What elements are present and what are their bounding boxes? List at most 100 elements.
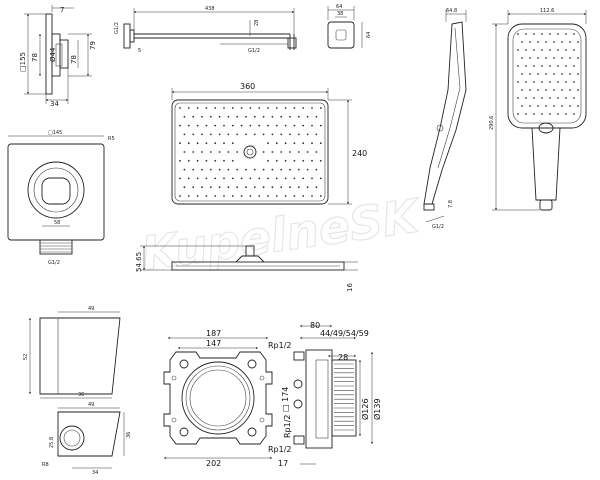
- nozzle-dot: [187, 177, 190, 180]
- hand-nozzle-dot: [541, 65, 543, 67]
- nozzle-dot: [302, 195, 305, 197]
- hand-nozzle-dot: [541, 33, 543, 35]
- nozzle-dot: [187, 195, 190, 197]
- hand-nozzle-dot: [573, 113, 575, 115]
- hand-nozzle-dot: [517, 33, 519, 35]
- dim-58: 58: [54, 220, 60, 226]
- nozzle-dot: [271, 133, 274, 136]
- nozzle-dot: [306, 115, 309, 118]
- nozzle-dot: [179, 142, 181, 145]
- nozzle-dot: [253, 186, 256, 189]
- dim-139: Ø139: [372, 398, 382, 420]
- hand-nozzle-dot: [561, 105, 563, 107]
- dim-7-8: 7.8: [448, 200, 454, 208]
- nozzle-dot: [293, 124, 296, 127]
- nozzle-dot: [311, 159, 313, 162]
- dim-360: 360: [240, 82, 255, 91]
- hand-nozzle-dot: [545, 57, 547, 59]
- rp-bot: Rp1/2: [268, 445, 292, 454]
- nozzle-dot: [280, 115, 283, 118]
- hand-nozzle-dot: [549, 113, 551, 115]
- nozzle-dot: [249, 107, 252, 109]
- hand-nozzle-dot: [565, 33, 567, 35]
- hand-nozzle-dot: [521, 73, 523, 75]
- nozzle-dot: [258, 107, 261, 109]
- hand-shower-front-view: 112.6 290.6: [489, 8, 587, 211]
- hand-nozzle-dot: [577, 105, 579, 107]
- nozzle-dot: [245, 168, 247, 171]
- nozzle-dot: [240, 177, 243, 180]
- dim-155: 155: [19, 52, 27, 65]
- shower-head-nozzles: [179, 107, 322, 197]
- nozzle-dot: [289, 115, 291, 118]
- dim-r5: R5: [108, 136, 115, 142]
- nozzle-dot: [227, 168, 230, 171]
- nozzle-dot: [267, 142, 269, 145]
- hand-nozzle-dot: [565, 49, 567, 51]
- nozzle-dot: [223, 124, 225, 127]
- nozzle-dot: [236, 115, 239, 118]
- hand-nozzle-dot: [525, 33, 527, 35]
- nozzle-dot: [205, 107, 208, 109]
- nozzle-dot: [249, 177, 252, 180]
- nozzle-dot: [262, 168, 265, 171]
- nozzle-dot: [258, 177, 261, 180]
- hand-nozzle-dot: [537, 73, 539, 75]
- nozzle-dot: [236, 151, 239, 153]
- hand-nozzle-dot: [561, 41, 563, 43]
- hand-nozzle-dot: [521, 105, 523, 107]
- dim-112-6: 112.6: [540, 8, 554, 14]
- hand-shower-side-view: 64.8 G1/2 7.8: [423, 8, 467, 230]
- nozzle-dot: [201, 168, 203, 171]
- nozzle-dot: [293, 159, 296, 162]
- hand-nozzle-dot: [577, 57, 579, 59]
- dim-g12-outlet: G1/2: [48, 260, 60, 266]
- dim-240: 240: [352, 149, 367, 158]
- nozzle-dot: [187, 107, 190, 109]
- nozzle-dot: [209, 133, 212, 136]
- nozzle-dot: [209, 151, 212, 153]
- nozzle-dot: [231, 142, 234, 145]
- nozzle-dot: [231, 159, 234, 162]
- hand-nozzle-dot: [517, 65, 519, 67]
- hand-nozzle-dot: [553, 57, 555, 59]
- nozzle-dot: [319, 159, 322, 162]
- nozzle-dot: [297, 186, 300, 189]
- nozzle-dot: [201, 186, 203, 189]
- hand-nozzle-dot: [557, 81, 559, 83]
- hand-nozzle-dot: [537, 57, 539, 59]
- nozzle-dot: [258, 124, 261, 127]
- nozzle-dot: [302, 177, 305, 180]
- nozzle-dot: [293, 177, 296, 180]
- nozzle-dot: [205, 142, 208, 145]
- nozzle-dot: [218, 115, 221, 118]
- nozzle-dot: [289, 151, 291, 153]
- watermark-text: KupelneSK: [138, 188, 425, 281]
- hand-nozzle-dot: [565, 97, 567, 99]
- nozzle-dot: [271, 115, 274, 118]
- dim-17: 17: [278, 459, 288, 468]
- nozzle-dot: [293, 195, 296, 197]
- hand-nozzle-dot: [521, 41, 523, 43]
- shower-arm-view: 438 G1/2 28 5 G1/2: [114, 6, 297, 54]
- hand-nozzle-dot: [577, 89, 579, 91]
- dim-64-8: 64.8: [446, 8, 457, 14]
- hand-nozzle-dot: [549, 65, 551, 67]
- nozzle-dot: [245, 186, 247, 189]
- hand-nozzle-dot: [525, 97, 527, 99]
- nozzle-dot: [315, 186, 318, 189]
- dim-78: 78: [31, 53, 39, 62]
- hand-nozzle-dot: [553, 73, 555, 75]
- nozzle-dot: [227, 133, 230, 136]
- hand-nozzle-dot: [525, 49, 527, 51]
- dim-34-holder: 34: [92, 470, 98, 476]
- nozzle-dot: [253, 115, 256, 118]
- nozzle-dot: [280, 168, 283, 171]
- nozzle-dot: [240, 124, 243, 127]
- hand-nozzle-dot: [533, 113, 535, 115]
- nozzle-dot: [253, 133, 256, 136]
- nozzle-dot: [284, 142, 287, 145]
- nozzle-dot: [205, 124, 208, 127]
- nozzle-dot: [223, 177, 225, 180]
